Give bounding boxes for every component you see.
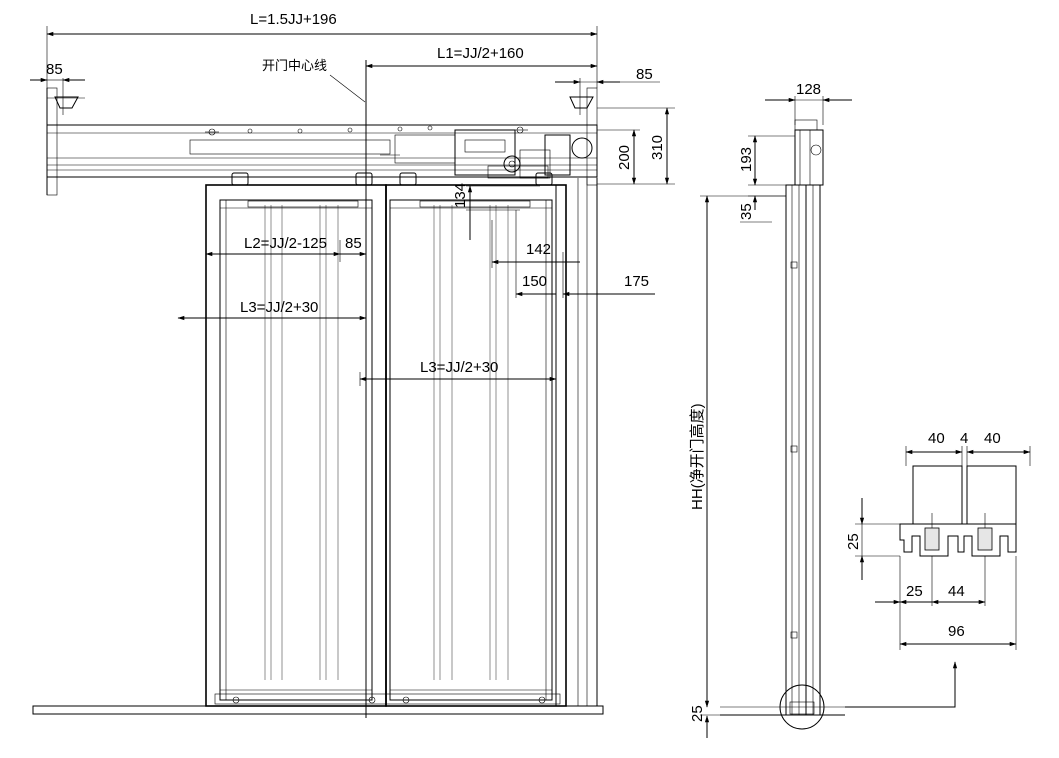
side-35-label: 35	[738, 203, 755, 220]
left-door-panel	[205, 184, 387, 707]
dim-l2: L2=JJ/2-125 85	[205, 235, 367, 262]
right-door-panel	[385, 178, 598, 707]
dim-142-150-175: 142 150 175	[491, 210, 655, 298]
h134-label: 134	[452, 183, 469, 208]
door-center-line: 开门中心线	[262, 58, 367, 718]
d142-label: 142	[526, 241, 551, 258]
clear-height-label: HH(净开门高度)	[689, 403, 706, 510]
sill-25-label: 25	[906, 583, 923, 600]
dim-134: 134	[452, 183, 540, 240]
h310-label: 310	[649, 135, 666, 160]
total-width-label: L=1.5JJ+196	[250, 11, 337, 28]
h200-label: 200	[616, 145, 633, 170]
dim-heights-right: 310 200	[597, 107, 675, 185]
side-193-label: 193	[738, 147, 755, 172]
sill-40a-label: 40	[928, 430, 945, 447]
sill-25v-label: 25	[845, 533, 862, 550]
l2-label: L2=JJ/2-125	[244, 235, 327, 252]
sill	[32, 693, 604, 715]
dim-right-offset: 85	[555, 66, 660, 115]
l1-label: L1=JJ/2+160	[437, 45, 524, 62]
dim-l3-right: L3=JJ/2+30	[359, 359, 557, 386]
l3-right-label: L3=JJ/2+30	[420, 359, 498, 376]
side-128-label: 128	[796, 81, 821, 98]
sill-44-label: 44	[948, 583, 965, 600]
left-offset-label: 85	[46, 61, 63, 78]
d150-label: 150	[522, 273, 547, 290]
dim-l3-left: L3=JJ/2+30	[177, 299, 367, 321]
sill-96-label: 96	[948, 623, 965, 640]
side-25-label: 25	[689, 705, 706, 722]
door-center-line-label: 开门中心线	[262, 58, 327, 73]
header-beam	[46, 87, 598, 196]
l3-left-label: L3=JJ/2+30	[240, 299, 318, 316]
right-offset-label: 85	[636, 66, 653, 83]
d175-label: 175	[624, 273, 649, 290]
dim-l1: L1=JJ/2+160	[365, 45, 598, 69]
sill-4-label: 4	[960, 430, 968, 447]
side-view: 128 193 35 HH(净开门高度) 25	[689, 81, 852, 738]
sill-40b-label: 40	[984, 430, 1001, 447]
sill-detail: 40 4 40 25 25 44 96	[845, 430, 1031, 708]
dim-left-offset: 85	[30, 61, 85, 115]
front-view: 开门中心线 L=1.5JJ+196 85 L1=JJ/2+160	[30, 11, 675, 718]
l2-offset-label: 85	[345, 235, 362, 252]
dim-total-width: L=1.5JJ+196	[46, 11, 598, 88]
